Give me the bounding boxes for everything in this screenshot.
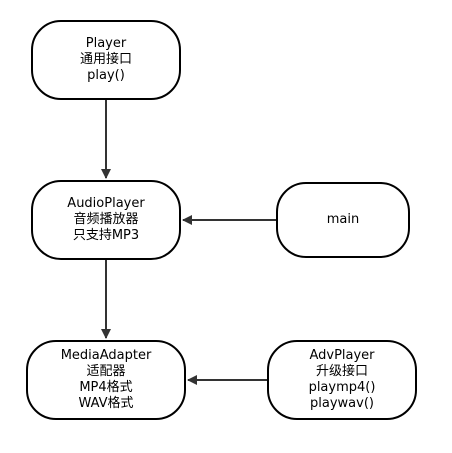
audioplayer-node-desc: 音频播放器 bbox=[73, 212, 139, 227]
audioplayer-node-note: 只支持MP3 bbox=[72, 228, 140, 243]
advplayer-node-title: AdvPlayer bbox=[309, 348, 375, 363]
mediaadapter-node-desc: 适配器 bbox=[86, 364, 126, 379]
advplayer-node-method-mp4: playmp4() bbox=[308, 380, 376, 395]
audioplayer-node[interactable]: AudioPlayer 音频播放器 只支持MP3 bbox=[31, 180, 181, 260]
mediaadapter-node[interactable]: MediaAdapter 适配器 MP4格式 WAV格式 bbox=[26, 340, 186, 420]
player-node-desc: 通用接口 bbox=[79, 52, 132, 67]
player-node[interactable]: Player 通用接口 play() bbox=[31, 20, 181, 100]
player-node-title: Player bbox=[85, 36, 127, 51]
audioplayer-node-title: AudioPlayer bbox=[67, 196, 145, 211]
advplayer-node[interactable]: AdvPlayer 升级接口 playmp4() playwav() bbox=[267, 340, 417, 420]
advplayer-node-method-wav: playwav() bbox=[310, 396, 374, 411]
mediaadapter-node-title: MediaAdapter bbox=[60, 348, 152, 363]
mediaadapter-node-format-wav: WAV格式 bbox=[78, 396, 134, 411]
player-node-method: play() bbox=[87, 68, 125, 83]
main-node[interactable]: main bbox=[276, 182, 410, 258]
mediaadapter-node-format-mp4: MP4格式 bbox=[79, 380, 133, 395]
main-node-title: main bbox=[326, 212, 360, 227]
advplayer-node-desc: 升级接口 bbox=[315, 364, 368, 379]
